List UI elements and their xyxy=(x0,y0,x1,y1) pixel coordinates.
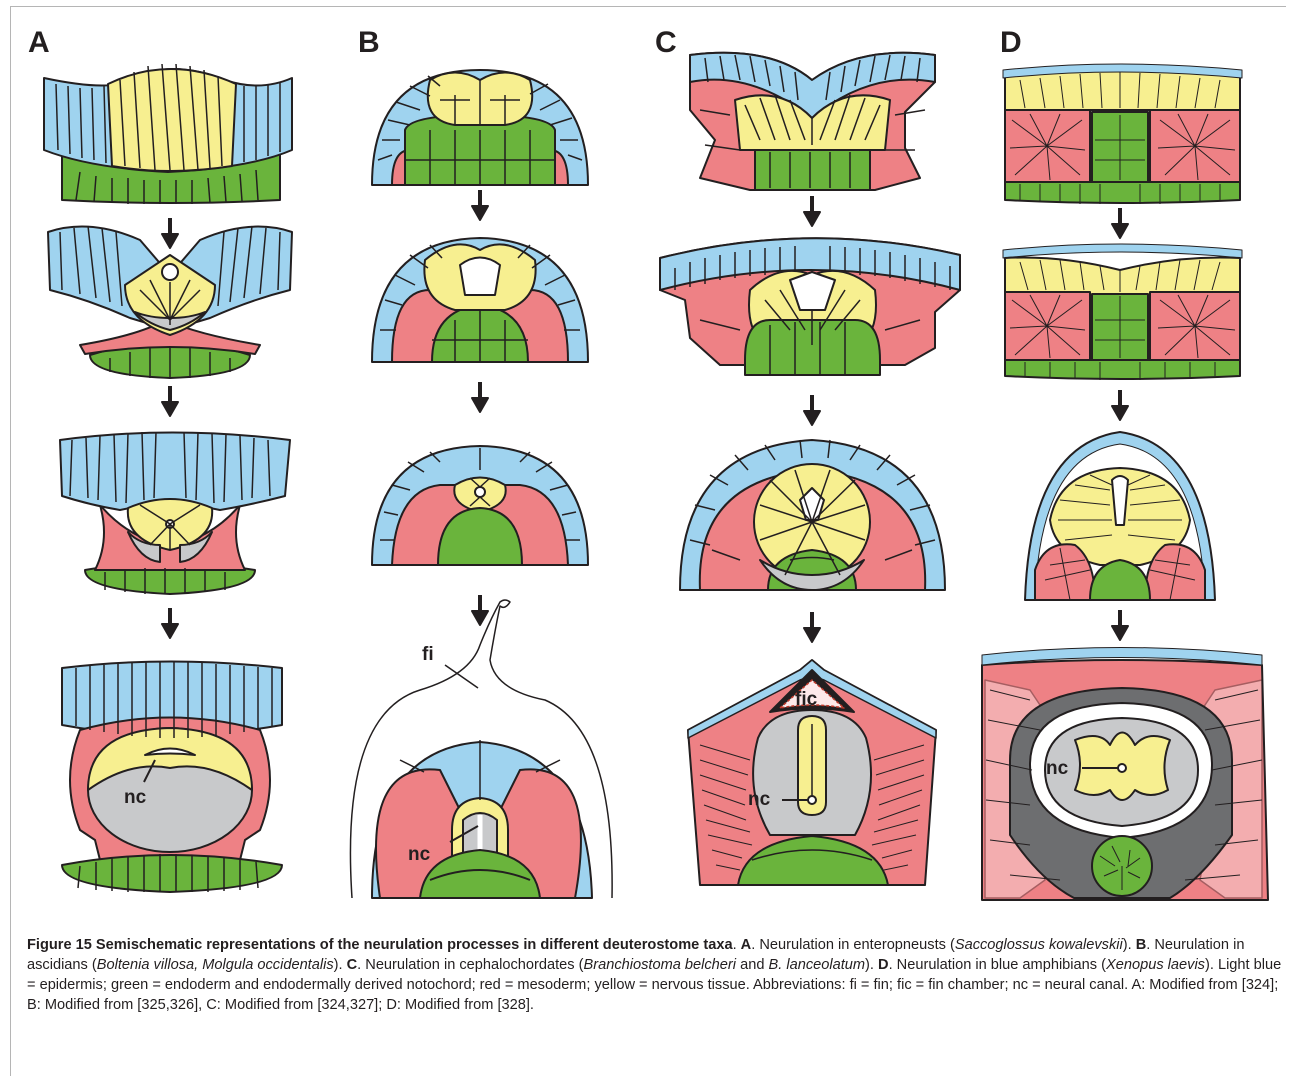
nc-label: nc xyxy=(1046,758,1069,779)
panel-a-stage-4: nc xyxy=(62,662,282,893)
epidermis xyxy=(1003,244,1242,258)
fic-label: fic xyxy=(795,689,818,710)
nc-label: nc xyxy=(124,787,147,808)
panel-d-stage-4: nc xyxy=(982,648,1268,901)
panel-d-stage-2 xyxy=(1003,244,1242,380)
caption-title: Figure 15 Semischematic representations … xyxy=(27,937,733,953)
panel-b-stage-4: fi nc xyxy=(350,600,612,898)
caption-key-a: A xyxy=(741,937,752,953)
fi-label: fi xyxy=(422,644,434,665)
caption-key-b: B xyxy=(1136,937,1147,953)
panel-c-stage-1 xyxy=(690,53,935,190)
panel-d-stage-3 xyxy=(1025,432,1215,600)
figure-caption: Figure 15 Semischematic representations … xyxy=(27,935,1282,1015)
panel-b-stage-2 xyxy=(372,238,588,362)
panel-b-label: B xyxy=(358,26,380,59)
caption-key-c: C xyxy=(347,957,358,973)
panel-d-stage-1 xyxy=(1003,64,1242,204)
panel-c-label: C xyxy=(655,26,677,59)
panel-b-stage-3 xyxy=(372,446,588,565)
panel-c-stage-4: fic nc xyxy=(688,660,936,885)
panel-a-label: A xyxy=(28,26,50,59)
panel-d: D xyxy=(982,26,1268,900)
panel-b-stage-1 xyxy=(372,70,588,185)
panel-d-label: D xyxy=(1000,26,1022,59)
panel-c-stage-2 xyxy=(660,238,960,375)
panel-a-stage-1 xyxy=(44,64,292,204)
nc-label: nc xyxy=(748,789,771,810)
neural-plate xyxy=(108,69,236,171)
panel-a: A xyxy=(28,26,292,892)
panel-b: B xyxy=(350,26,612,898)
panel-c: C xyxy=(655,26,960,885)
panel-a-stage-3 xyxy=(60,432,290,594)
panel-c-stage-3 xyxy=(680,440,945,590)
neurulation-figure: A xyxy=(0,0,1290,930)
endoderm xyxy=(1005,360,1240,379)
endoderm-layer xyxy=(62,855,282,892)
endoderm xyxy=(755,150,870,190)
caption-key-d: D xyxy=(878,957,889,973)
nc-label: nc xyxy=(408,844,431,865)
